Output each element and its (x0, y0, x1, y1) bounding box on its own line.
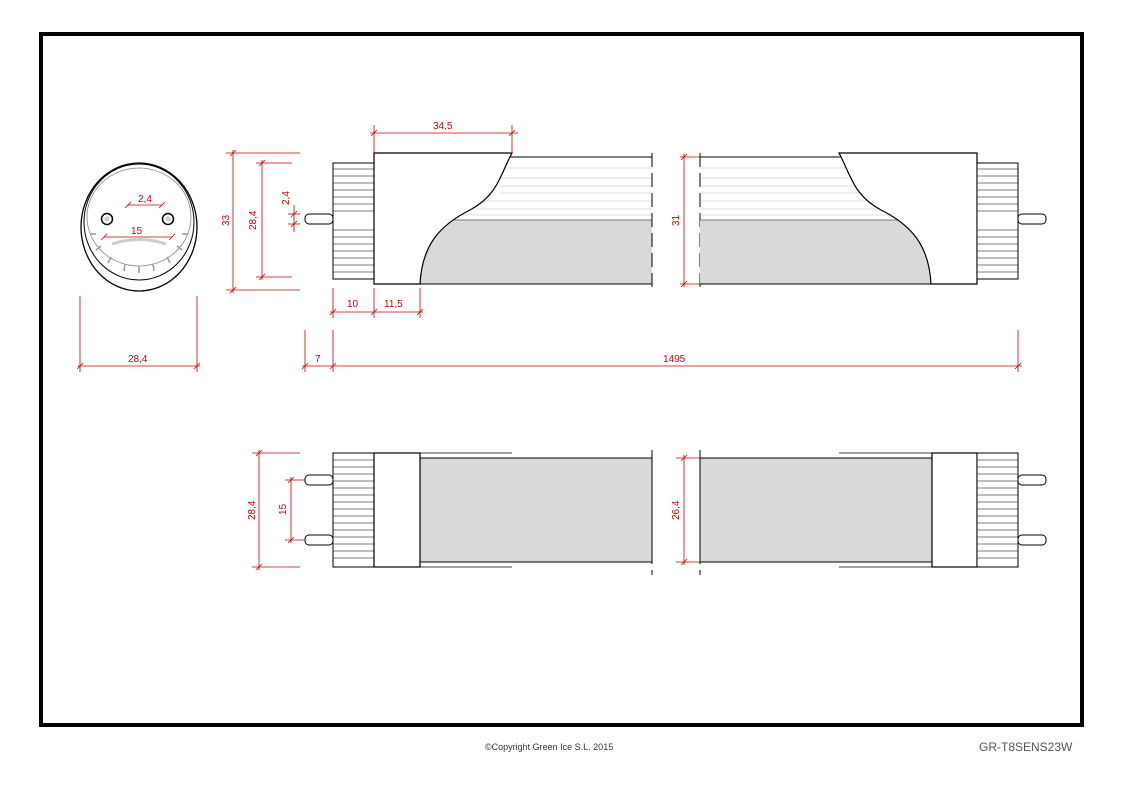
dim-bottom-tube-height: 26,4 (671, 500, 682, 520)
side-view-bottom (304, 450, 1047, 575)
dim-end-diameter: 28,4 (128, 354, 148, 365)
dim-pin-diameter: 2,4 (281, 191, 292, 205)
dim-total-length: 1495 (663, 354, 686, 365)
dim-cap-length: 10 (347, 299, 359, 310)
drawing-border (39, 32, 1084, 727)
dim-cap-width: 34,5 (433, 121, 453, 132)
model-number: GR-T8SENS23W (979, 740, 1073, 754)
end-view (80, 162, 198, 292)
dim-tube-height: 31 (671, 214, 682, 226)
dim-transition: 11,5 (384, 299, 403, 310)
dim-pin-length: 7 (315, 354, 321, 365)
dim-end-spacing: 2,4 (138, 194, 152, 205)
dim-bottom-pin-spacing: 15 (278, 503, 289, 515)
dim-end-pin-spacing: 15 (131, 226, 143, 237)
dim-bottom-height: 28,4 (247, 500, 258, 520)
side-view-top (304, 152, 1047, 290)
dim-body-height: 28,4 (248, 210, 259, 230)
copyright-text: ©Copyright Green Ice S.L. 2015 (485, 742, 614, 752)
dim-overall-height: 33 (221, 214, 232, 226)
